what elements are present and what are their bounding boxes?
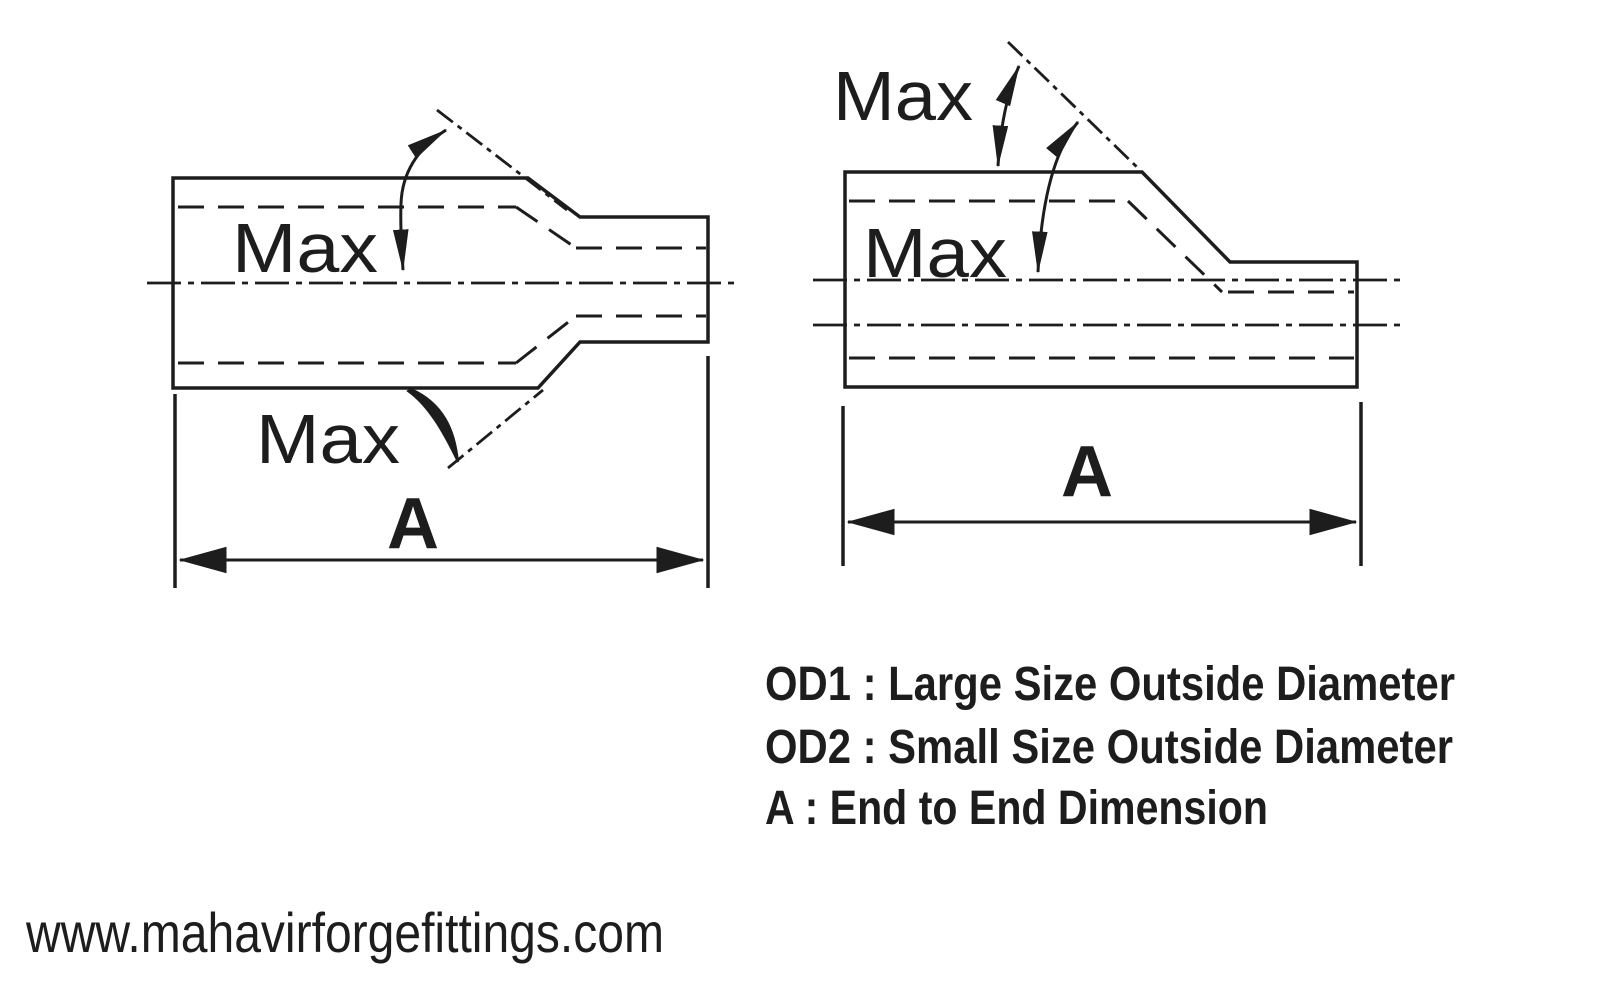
eccentric-dimension-a-label: A bbox=[1061, 432, 1113, 512]
eccentric-angle-reference-line bbox=[1007, 40, 1141, 172]
top-angle-reference-line bbox=[436, 108, 568, 212]
concentric-max-bottom-label: Max bbox=[256, 400, 400, 478]
legend-dimension-a: A : End to End Dimension bbox=[765, 782, 1268, 835]
legend: OD1 : Large Size Outside Diameter OD2 : … bbox=[765, 658, 1455, 835]
concentric-max-top-label: Max bbox=[232, 209, 378, 287]
eccentric-reducer-dimension-a bbox=[841, 402, 1363, 566]
top-max-angle-arrow bbox=[392, 128, 448, 272]
eccentric-max-lower-label: Max bbox=[863, 214, 1007, 292]
concentric-reducer-outline bbox=[171, 176, 710, 390]
eccentric-lower-max-angle-arrow bbox=[1032, 120, 1080, 274]
concentric-reducer-dimension-a bbox=[173, 356, 710, 588]
legend-od2: OD2 : Small Size Outside Diameter bbox=[765, 721, 1453, 774]
eccentric-reducer-outline bbox=[843, 170, 1359, 389]
bottom-max-angle-arrow bbox=[406, 387, 459, 463]
website-link[interactable]: www.mahavirforgefittings.com bbox=[25, 901, 664, 964]
bottom-angle-reference-line bbox=[447, 388, 544, 470]
legend-od1: OD1 : Large Size Outside Diameter bbox=[765, 658, 1455, 711]
concentric-reducer-diagram: Max Max A bbox=[147, 108, 734, 588]
eccentric-max-upper-label: Max bbox=[833, 57, 973, 135]
eccentric-upper-max-angle-arrow bbox=[992, 64, 1021, 168]
eccentric-reducer-bore-lines bbox=[849, 199, 1354, 360]
concentric-dimension-a-label: A bbox=[387, 484, 439, 564]
eccentric-reducer-diagram: Max Max A bbox=[813, 40, 1402, 566]
concentric-reducer-bore-lines bbox=[178, 205, 706, 365]
